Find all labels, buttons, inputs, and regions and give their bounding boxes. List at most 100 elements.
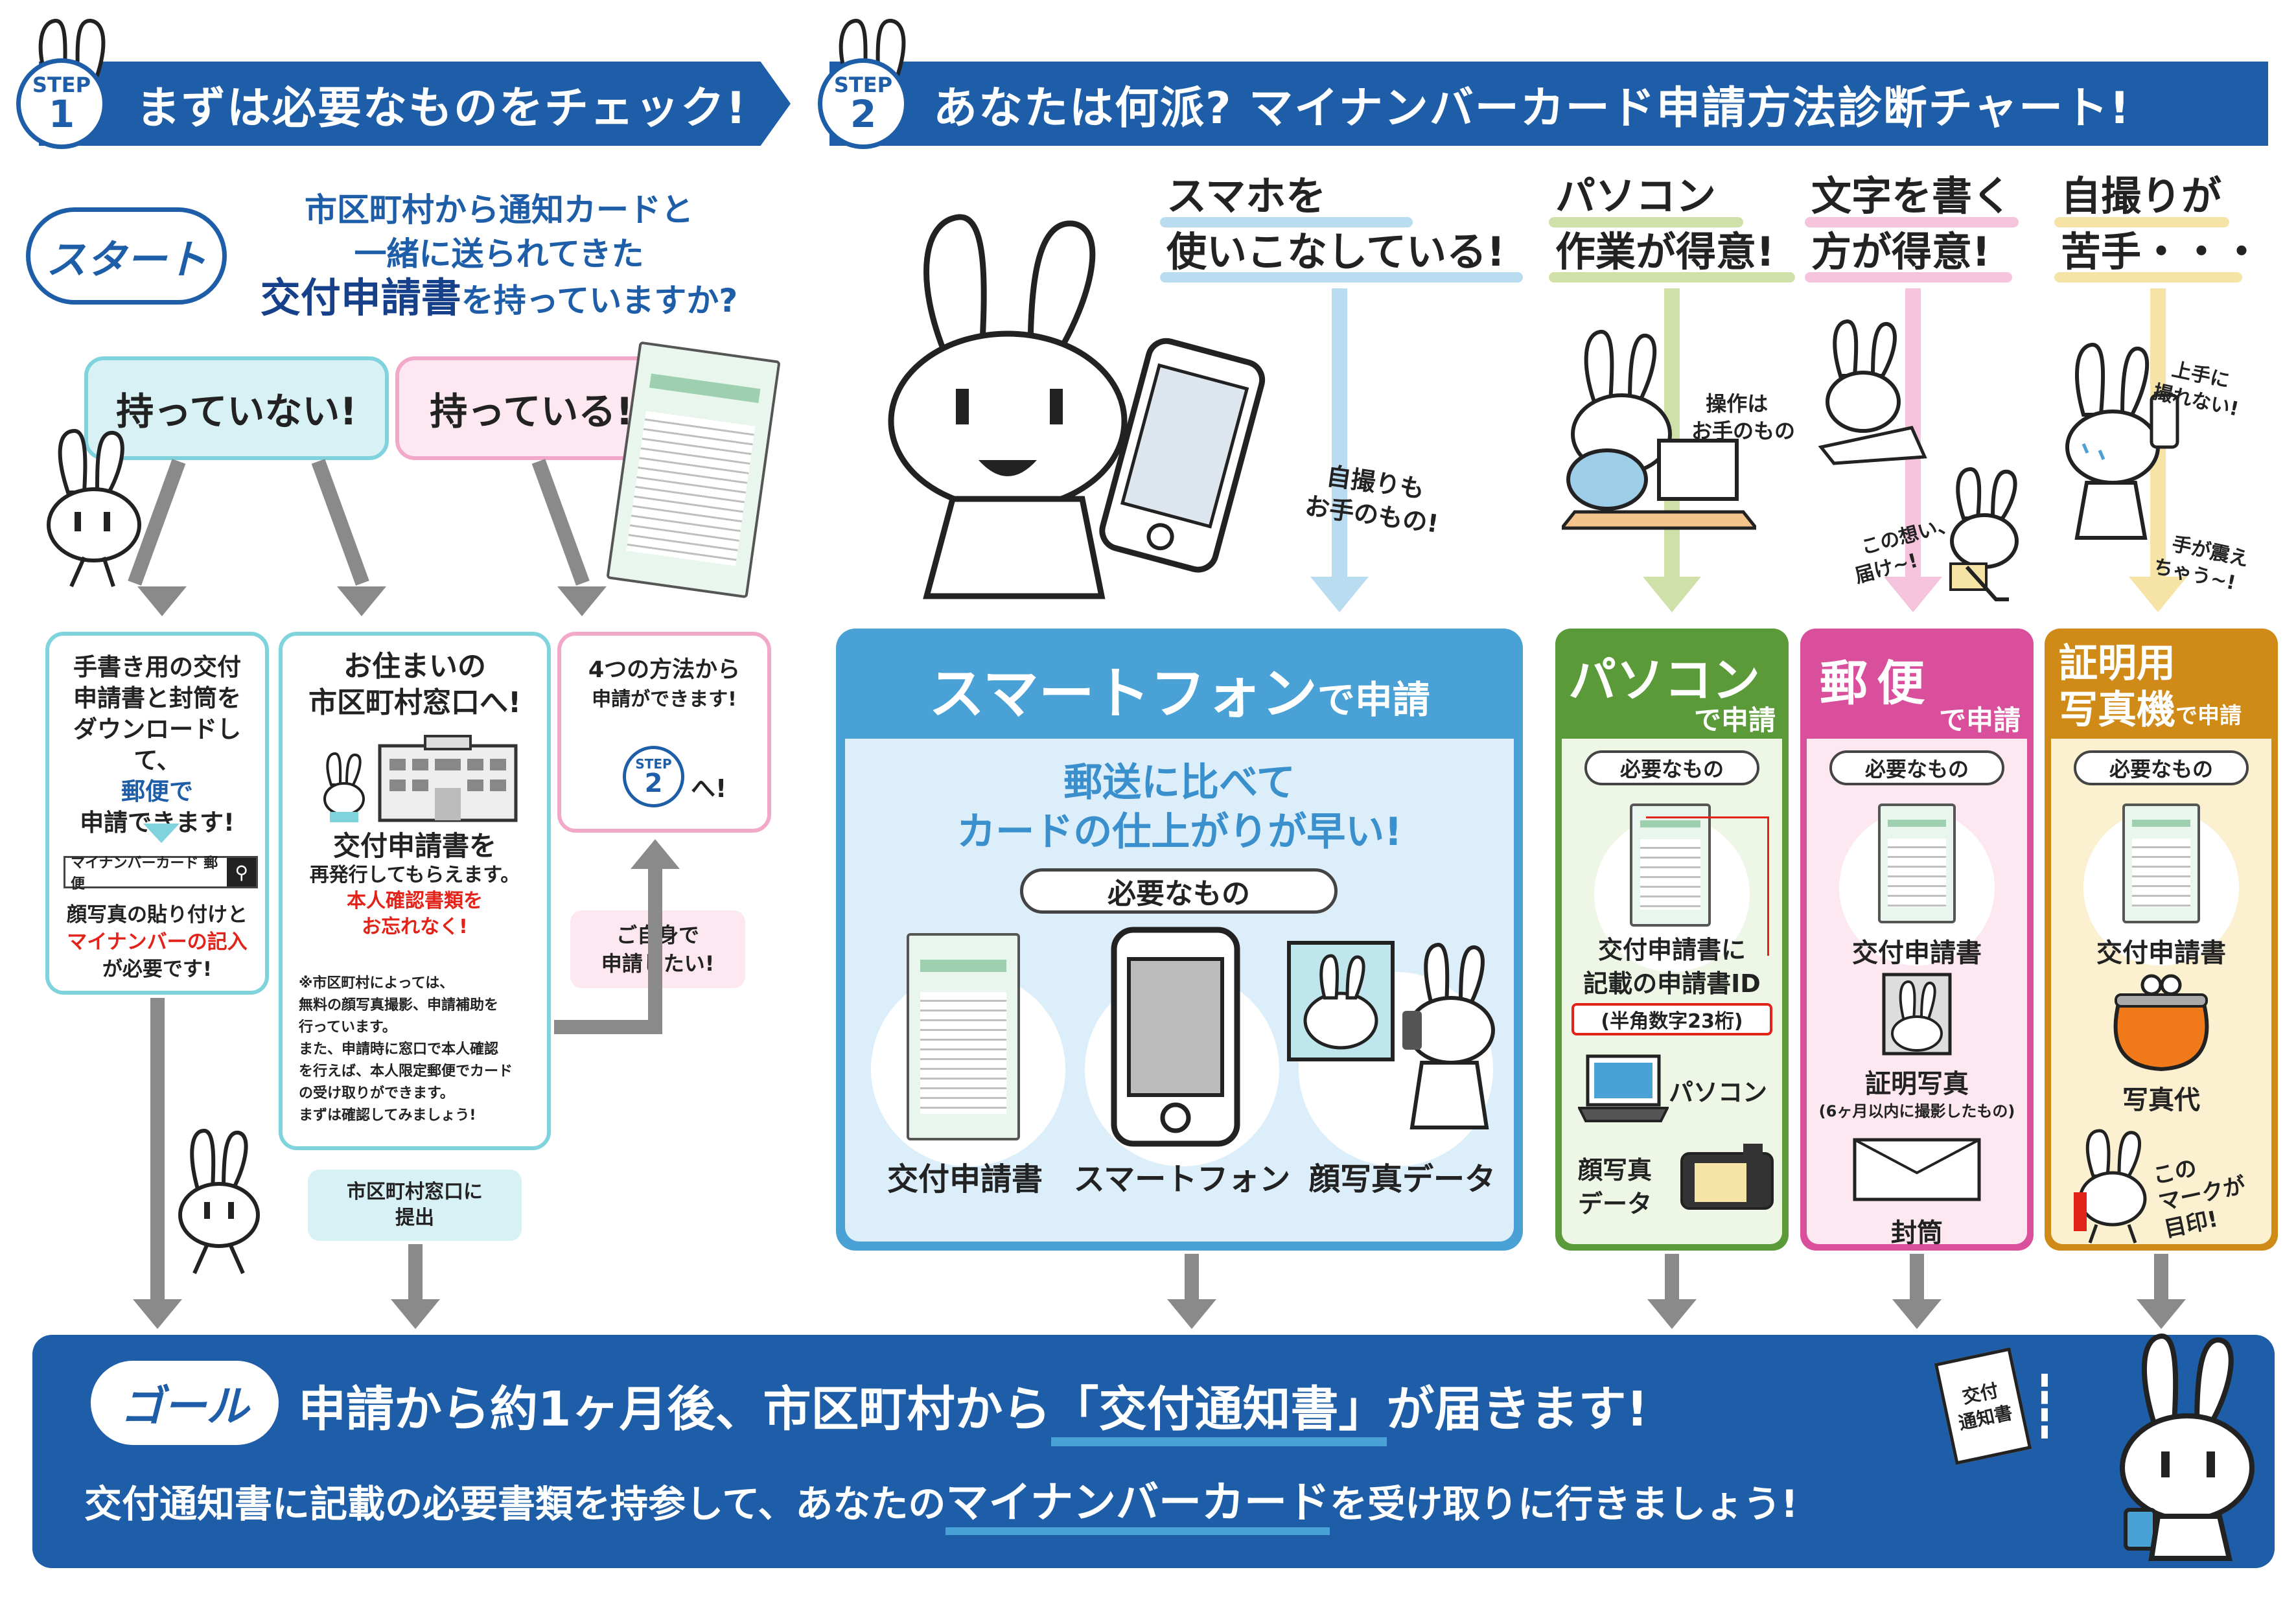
start-question-rest: を持っていますか? (461, 282, 738, 319)
booth-title-de: で申請 (2175, 703, 2242, 729)
pc-item3: 顔写真 データ (1578, 1153, 1652, 1221)
goal-badge: ゴール (91, 1361, 279, 1445)
mail-inner: 必要なもの 交付申請書 証明写真 (6ヶ月以内に撮影したもの) 封筒 (1807, 739, 2027, 1248)
four-methods-box: 4つの方法から 申請ができます! STEP 2 へ! (557, 632, 771, 833)
type-pc-heading: パソコン 作業が得意! (1555, 168, 1815, 280)
office-note: ※市区町村によっては、 無料の顔写真撮影、申請補助を 行っています。 また、申請… (299, 973, 537, 1127)
pc-item1-line1: 交付申請書に (1597, 936, 1746, 964)
goal-line1-a: 申請から約1ヶ月後、市区町村から (298, 1381, 1051, 1437)
underline-decoration (1160, 272, 1523, 283)
id-highlight-line (1767, 816, 1769, 956)
booth-item2: 写真代 (2122, 1085, 2200, 1115)
type-writing-line2: 方が得意! (1811, 228, 1991, 275)
step1-title: まずは必要なものをチェック! (136, 82, 748, 134)
booth-title-line1: 証明用 (2059, 641, 2175, 686)
underline-decoration (1805, 272, 2012, 283)
flow-arrow (1185, 1254, 1199, 1302)
download-line4: 郵便で (121, 778, 193, 805)
step2-mini-word: STEP (635, 756, 672, 772)
submit-office-line2: 提出 (395, 1207, 434, 1229)
office-note-line5: を行えば、本人限定郵便でカード (299, 1063, 513, 1080)
download-note-line1: 顔写真の貼り付けと (67, 903, 248, 927)
download-mail-text: 手書き用の交付 申請書と封筒を ダウンロードして、 郵便で 申請できます! (56, 652, 259, 838)
goal-line2-b: を受け取りに行きましょう! (1330, 1482, 1798, 1526)
goal-badge-label: ゴール (121, 1381, 249, 1431)
smartphone-benefit: 郵送に比べて カードの仕上がりが早い! (845, 758, 1514, 857)
flow-arrowhead (631, 839, 680, 869)
pc-title-de: で申請 (1694, 699, 1776, 738)
office-note-line1: ※市区町村によっては、 (299, 975, 454, 991)
answer-yes: 持っている! (395, 356, 667, 460)
type-selfie-line1: 自撮りが (2061, 172, 2222, 220)
four-methods-line1: 4つの方法から (588, 657, 741, 683)
download-line1: 手書き用の交付 (73, 653, 241, 681)
mail-title-de-text: で申請 (1938, 704, 2021, 736)
search-icon: ⚲ (227, 858, 256, 886)
smartphone-comment-text: 自撮りも お手のもの! (1303, 461, 1441, 538)
smartphone-item-form: 交付申請書 (858, 1153, 1072, 1199)
photo-booth-method-panel: 証明用 写真機で申請 必要なもの 交付申請書 写真代 この マークが 目印! (2045, 629, 2278, 1251)
notice-document-icon: 交付 通知書 (1934, 1347, 2032, 1465)
underline-decoration (2054, 217, 2229, 227)
underline-decoration (1805, 217, 2019, 227)
pc-item1-line2: 記載の申請書ID (1583, 969, 1761, 998)
flow-arrowhead (557, 586, 607, 616)
office-note-line6: の受け取りができます。 (299, 1085, 454, 1102)
step2-mini-number: 2 (644, 768, 663, 798)
smartphone-title: スマートフォンで申請 (836, 648, 1523, 729)
coin-purse-icon (2113, 974, 2209, 1072)
id-photo-icon (1882, 973, 1952, 1056)
underline-decoration (2054, 272, 2242, 283)
mail-item3: 封筒 (1891, 1218, 1943, 1248)
pc-comment-text: 操作は お手のもの (1691, 391, 1796, 443)
type-pc-line1: パソコン (1555, 172, 1717, 220)
flow-arrow (311, 459, 369, 586)
flow-arrow (150, 998, 165, 1302)
office-red-line1: 本人確認書類を (347, 890, 483, 912)
smartphone-title-de: で申請 (1317, 678, 1430, 722)
search-bar-text: マイナンバーカード 郵便 (71, 855, 218, 892)
type-pc-line2: 作業が得意! (1555, 228, 1775, 275)
office-red-line2: お忘れなく! (362, 916, 468, 938)
four-methods-text: 4つの方法から 申請ができます! (564, 655, 764, 715)
underline-decoration (1549, 217, 1743, 227)
digital-camera-icon (1680, 1144, 1774, 1210)
rabbit-selfie-illustration (2065, 343, 2179, 540)
color-arrowhead (1310, 577, 1369, 612)
smartphone-inner: 郵送に比べて カードの仕上がりが早い! 必要なもの 交付申請書 (845, 739, 1514, 1242)
pc-item2: パソコン (1669, 1078, 1768, 1107)
rabbit-with-letter-illustration (1949, 467, 2019, 601)
start-badge-label: スタート (45, 236, 207, 283)
pc-method-panel: パソコン で申請 必要なもの 交付申請書に 記載の申請書ID (半角数字23桁)… (1555, 629, 1789, 1251)
pc-item1: 交付申請書に 記載の申請書ID (1562, 933, 1782, 1000)
rabbit-mascot-icon (47, 428, 141, 588)
mail-title-main: 郵便 (1820, 656, 1934, 711)
mail-title-de: で申請 (1939, 699, 2021, 738)
goal-line2-emph: マイナンバーカード (945, 1477, 1330, 1535)
booth-item1: 交付申請書 (2096, 938, 2226, 968)
type-selfie-line2: 苦手・・・ (2061, 228, 2262, 275)
underline-decoration (1549, 272, 1795, 283)
city-hall-icon (378, 735, 518, 822)
flow-arrowhead (391, 1299, 440, 1329)
step1-badge: STEP 1 (16, 58, 107, 149)
underline-decoration (1160, 217, 1413, 227)
goal-panel: ゴール 申請から約1ヶ月後、市区町村から「交付通知書」が届きます! 交付通知書に… (32, 1334, 2275, 1568)
type-smartphone-line1: スマホを (1166, 172, 1327, 220)
pc-title: パソコン (1568, 641, 1760, 711)
application-form-icon (2122, 803, 2200, 923)
type-selfie-heading: 自撮りが 苦手・・・ (2061, 168, 2268, 280)
type-writing-line1: 文字を書く (1811, 172, 2013, 220)
submit-office-line1: 市区町村窓口に (347, 1181, 483, 1203)
goal-line1-emph: 「交付通知書」 (1050, 1381, 1387, 1446)
download-note-line3: が必要です! (102, 958, 213, 981)
smartphone-method-panel: スマートフォンで申請 郵送に比べて カードの仕上がりが早い! 必要なもの (836, 629, 1523, 1251)
office-sub-line2: 再発行してもらえます。 (309, 864, 520, 886)
flow-arrow (554, 1020, 662, 1034)
smartphone-comment: 自撮りも お手のもの! (1303, 425, 1450, 540)
smartphone-benefit-line2: カードの仕上がりが早い! (957, 809, 1402, 855)
flow-arrow (1665, 1254, 1679, 1302)
flow-arrow (531, 459, 590, 586)
pc-item3-line2: データ (1578, 1190, 1652, 1218)
smartphone-item-phone-label: スマートフォン (1073, 1161, 1291, 1197)
